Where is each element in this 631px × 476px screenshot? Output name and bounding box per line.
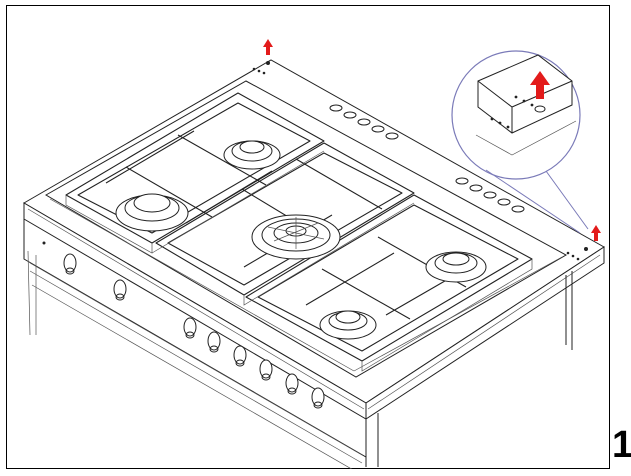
detail-callout [451,50,589,234]
burner-center-wok [251,214,341,260]
figure-frame [6,5,610,469]
fixing-screws [252,61,588,261]
control-knobs [42,241,325,409]
burner-front [319,310,377,340]
burner-right [425,251,487,283]
cabinet-body [23,219,573,469]
knob-2 [113,279,127,301]
knob-1 [63,253,77,275]
lift-arrow-right [591,225,601,241]
pan-supports [65,92,533,372]
knob-6 [259,359,273,381]
knob-3 [183,317,197,339]
knob-4 [207,331,221,353]
knob-7 [285,373,299,395]
lift-arrow-left [263,39,273,55]
surface-holes [329,104,525,213]
knob-5 [233,345,247,367]
burner-left [115,193,189,232]
figure-number: 1 [612,424,631,466]
knob-8 [311,387,325,409]
burner-back-left [223,140,281,170]
cooktop-illustration [23,39,605,469]
